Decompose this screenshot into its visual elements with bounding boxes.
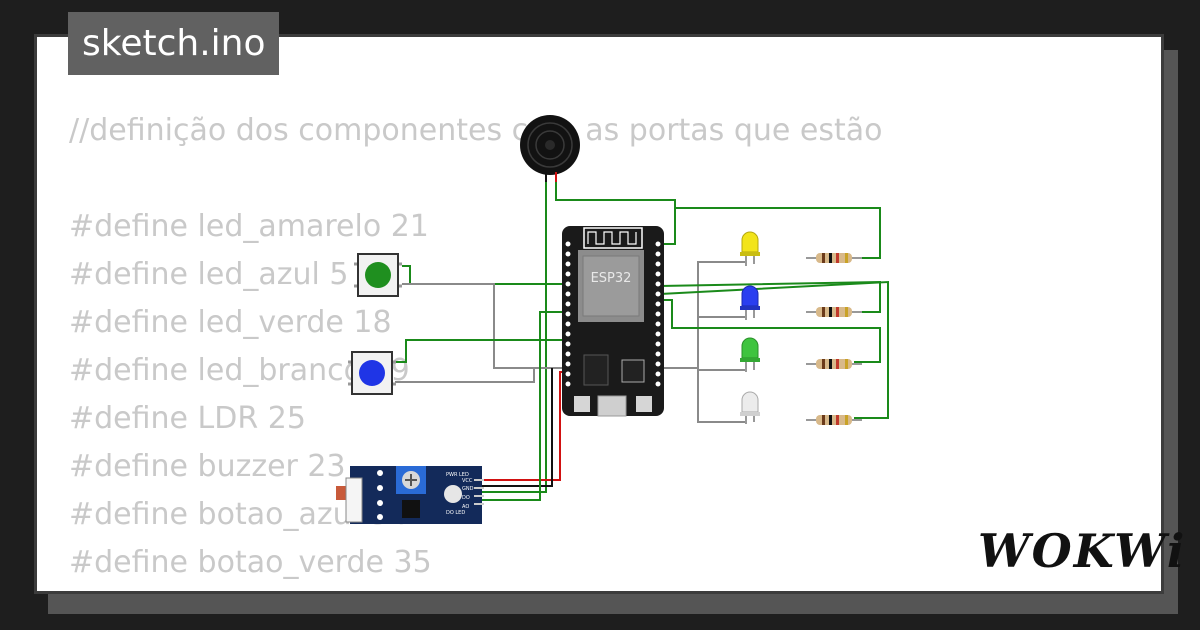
- resistor-yellow[interactable]: [806, 253, 862, 263]
- wire-ldr-vcc: [482, 371, 566, 481]
- ldr-pin-vcc-label: VCC: [462, 478, 473, 484]
- code-line: #define led_amarelo 21: [69, 209, 429, 244]
- board-label: ESP32: [591, 271, 632, 286]
- wire-button-green-signal: [402, 265, 566, 285]
- code-line: #define botao_azul 34: [69, 497, 408, 532]
- wire-led-white-anode: [659, 280, 889, 419]
- wire-ldr-ao: [482, 311, 566, 501]
- wire-ldr-gnd: [482, 368, 553, 487]
- wire-buzzer-signal: [555, 176, 676, 245]
- code-line: #define led_branco 19: [69, 353, 410, 388]
- led-green[interactable]: [740, 337, 760, 372]
- ldr-pin-ao-label: AO: [462, 504, 469, 510]
- code-line: #define buzzer 23: [69, 449, 346, 484]
- wire-led-yellow-anode: [674, 207, 881, 259]
- wire-button-blue-gnd: [395, 367, 566, 383]
- ldr-do-led-label: DO LED: [446, 510, 465, 516]
- ldr-pwr-led-label: PWR LED: [446, 472, 469, 478]
- wire-buzzer-gnd: [482, 176, 547, 493]
- resistor-green[interactable]: [806, 359, 862, 369]
- wire-led-white-cathode: [697, 368, 746, 423]
- code-preview: //definição dos componentes com as porta…: [69, 107, 882, 587]
- esp32-right-pins: [655, 241, 661, 387]
- led-yellow[interactable]: [740, 231, 760, 266]
- wire-led-yellow-cathode: [660, 261, 746, 369]
- wire-button-blue-signal: [395, 339, 566, 363]
- file-tab[interactable]: sketch.ino: [68, 12, 280, 75]
- buzzer[interactable]: [520, 115, 580, 182]
- wires: [395, 176, 889, 501]
- code-line: #define LDR 25: [69, 401, 306, 436]
- wire-button-green-gnd: [402, 283, 566, 369]
- resistor-white[interactable]: [806, 415, 862, 425]
- code-line: #define led_verde 18: [69, 305, 392, 340]
- wire-led-green-anode: [660, 299, 881, 363]
- led-blue[interactable]: [740, 285, 760, 320]
- ldr-module[interactable]: VCC GND DO AO PWR LED DO LED: [336, 466, 484, 524]
- push-button-blue[interactable]: [348, 351, 396, 395]
- ldr-pin-do-label: DO: [462, 495, 470, 501]
- led-white[interactable]: [740, 391, 760, 424]
- esp32-board[interactable]: ESP32: [562, 226, 664, 417]
- code-line: //definição dos componentes com as porta…: [69, 113, 883, 148]
- push-button-green[interactable]: [354, 253, 402, 297]
- wire-led-blue-anode: [659, 280, 881, 313]
- ldr-pin-gnd-label: GND: [462, 486, 474, 492]
- resistor-blue[interactable]: [806, 307, 862, 317]
- esp32-left-pins: [565, 241, 571, 387]
- wokwi-logo: WOKWi: [978, 524, 1187, 578]
- code-line: #define led_azul 5: [69, 257, 349, 292]
- code-line: #define botao_verde 35: [69, 545, 432, 580]
